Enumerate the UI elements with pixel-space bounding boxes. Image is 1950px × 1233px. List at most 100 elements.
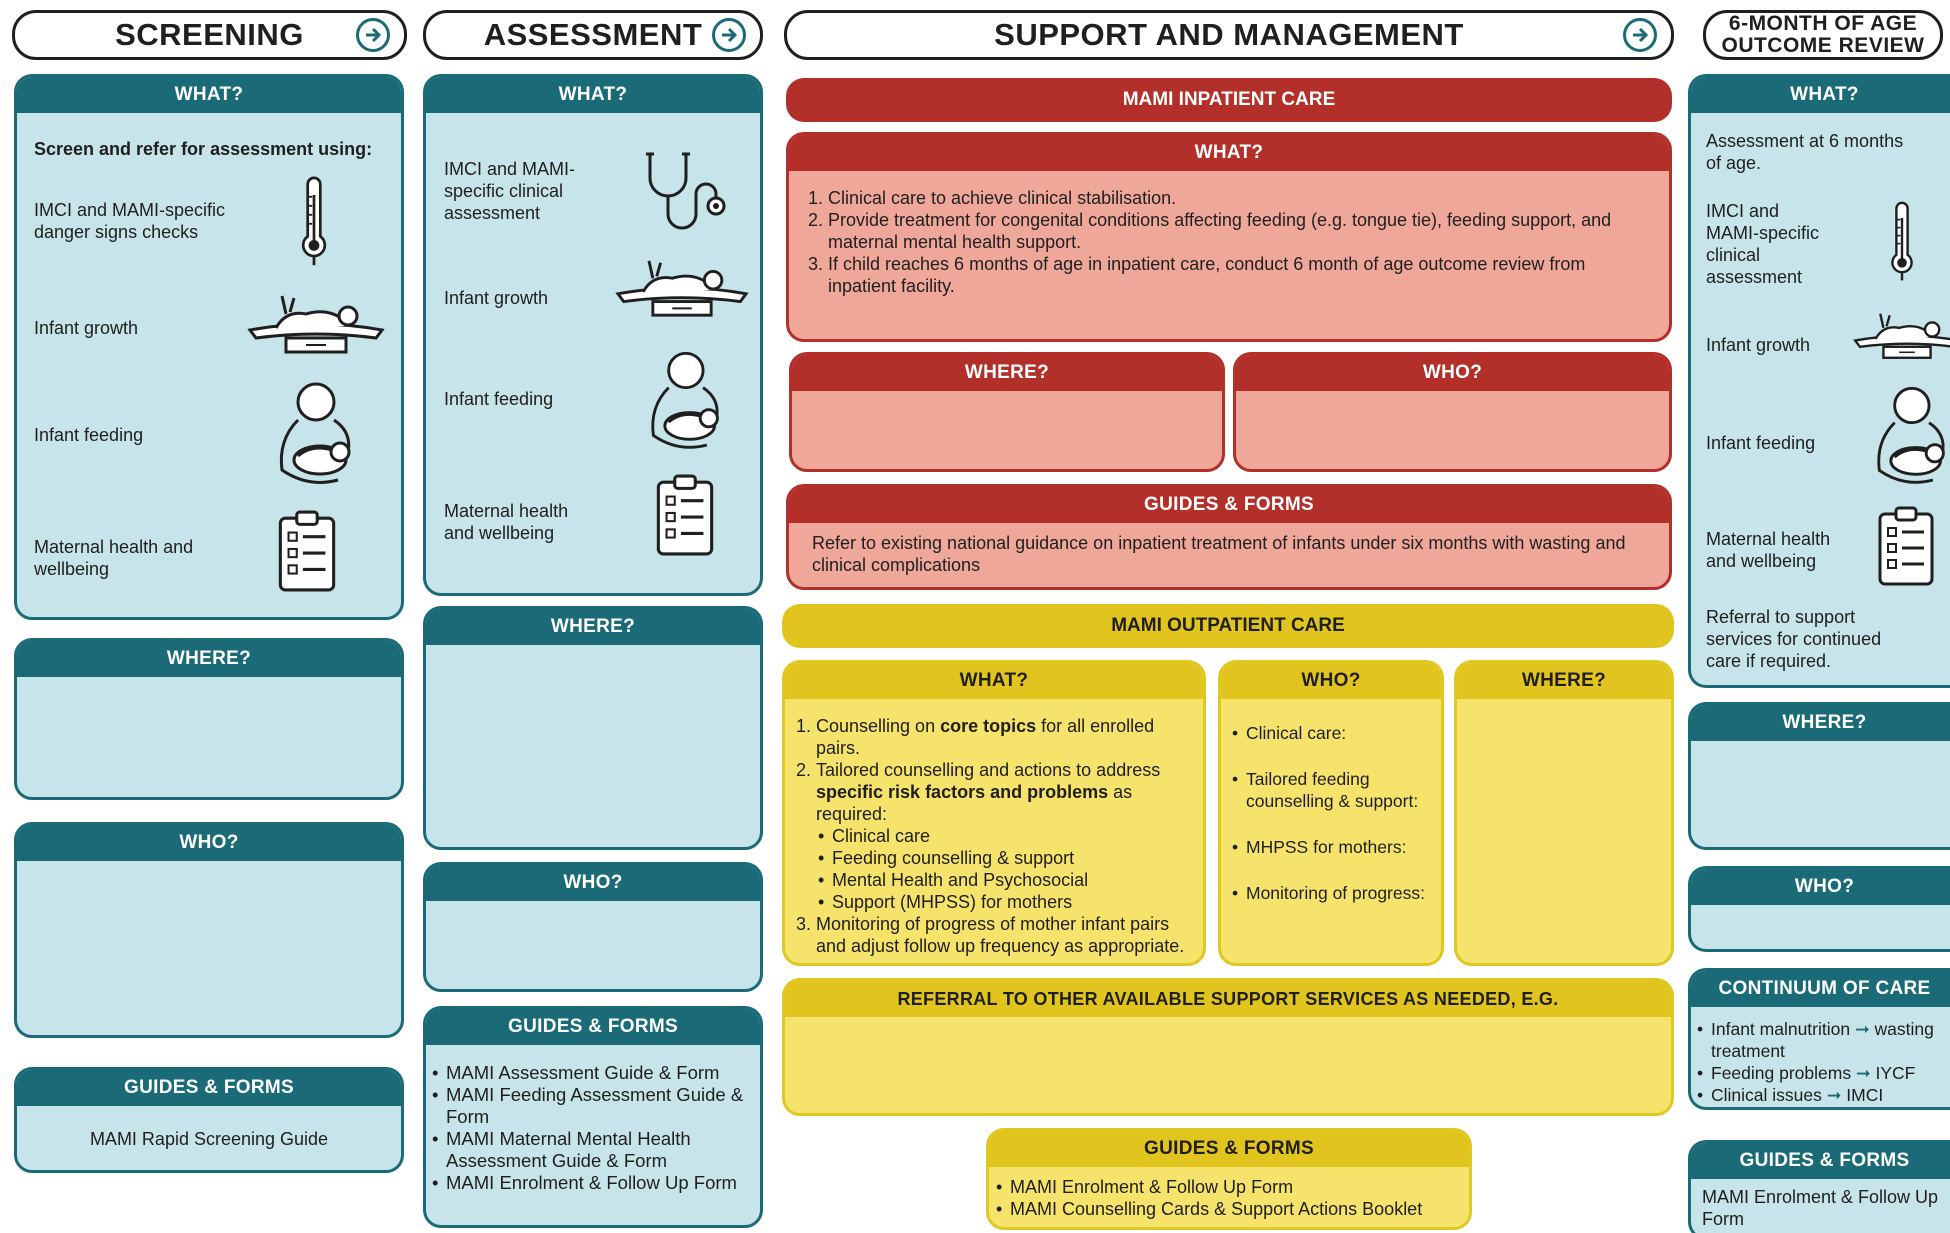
breastfeeding-icon	[268, 380, 358, 490]
clipboard-icon	[276, 510, 338, 592]
list-item: Feeding counselling & support	[816, 847, 1192, 869]
inpatient-banner: MAMI INPATIENT CARE	[786, 78, 1672, 122]
panel-header: WHAT?	[785, 663, 1203, 699]
outcome-guide: MAMI Enrolment & Follow Up Form	[1702, 1187, 1939, 1229]
assessment-item: Infant growth	[444, 288, 549, 308]
panel-header: GUIDES & FORMS	[1691, 1143, 1950, 1179]
assessment-item: Maternal health and wellbeing	[444, 501, 569, 543]
inpatient-where-panel: WHERE?	[789, 352, 1225, 472]
outcome-referral: Referral to support services for continu…	[1706, 607, 1882, 671]
stethoscope-icon	[640, 148, 730, 238]
thermometer-icon	[1886, 194, 1918, 290]
screening-item: Maternal health and wellbeing	[34, 537, 194, 579]
baby-scale-icon	[246, 288, 386, 358]
panel-header: WHAT?	[1691, 77, 1950, 113]
outpatient-banner: MAMI OUTPATIENT CARE	[782, 604, 1674, 648]
stage-assessment: ASSESSMENT	[423, 10, 763, 60]
stage-title-support: SUPPORT AND MANAGEMENT	[994, 17, 1464, 52]
screening-item: Infant growth	[34, 318, 139, 338]
outcome-who-panel: WHO?	[1688, 866, 1950, 952]
outpatient-who-panel: WHO?	[1218, 660, 1444, 966]
panel-header: REFERRAL TO OTHER AVAILABLE SUPPORT SERV…	[785, 981, 1671, 1017]
outcome-item: Infant growth	[1706, 335, 1811, 355]
clipboard-icon	[1876, 506, 1936, 586]
panel-header: GUIDES & FORMS	[989, 1131, 1469, 1167]
baby-scale-icon	[614, 252, 750, 322]
screening-item: IMCI and MAMI-specific danger signs chec…	[34, 200, 226, 242]
panel-header: GUIDES & FORMS	[426, 1009, 760, 1045]
inpatient-who-panel: WHO?	[1233, 352, 1672, 472]
list-item: Monitoring of progress of mother infant …	[816, 913, 1192, 957]
assessment-item: IMCI and MAMI-specific clinical assessme…	[444, 159, 576, 223]
arrow-right-icon: ➞	[1854, 1019, 1870, 1039]
clipboard-icon	[654, 474, 716, 556]
outcome-intro: Assessment at 6 months of age.	[1706, 131, 1904, 173]
screening-who-panel: WHO?	[14, 822, 404, 1038]
panel-header: WHO?	[426, 865, 760, 901]
outcome-item: Maternal health and wellbeing	[1706, 529, 1831, 571]
outcome-where-panel: WHERE?	[1688, 702, 1950, 850]
panel-header: GUIDES & FORMS	[789, 487, 1669, 523]
outpatient-guides-list: MAMI Enrolment & Follow Up Form MAMI Cou…	[996, 1176, 1466, 1220]
screening-guides-panel: GUIDES & FORMS	[14, 1067, 404, 1173]
stage-title-assessment: ASSESSMENT	[483, 17, 703, 52]
stage-title-outcome-line2: OUTCOME REVIEW	[1721, 34, 1925, 57]
stage-screening: SCREENING	[12, 10, 407, 60]
arrow-right-icon[interactable]	[1623, 18, 1657, 52]
inpatient-guides-panel: GUIDES & FORMS	[786, 484, 1672, 590]
list-item: Clinical issues ➞ IMCI	[1697, 1084, 1949, 1106]
list-item: MAMI Counselling Cards & Support Actions…	[996, 1198, 1466, 1220]
panel-header: WHAT?	[789, 135, 1669, 171]
list-item: MAMI Maternal Mental Health Assessment G…	[432, 1128, 757, 1172]
panel-header: WHERE?	[426, 609, 760, 645]
outcome-what-panel: WHAT?	[1688, 74, 1950, 688]
arrow-right-icon[interactable]	[356, 18, 390, 52]
assessment-item: Infant feeding	[444, 389, 554, 409]
outpatient-who-list: Clinical care: Tailored feeding counsell…	[1232, 722, 1438, 904]
list-item: MAMI Assessment Guide & Form	[432, 1062, 757, 1084]
panel-header: CONTINUUM OF CARE	[1691, 971, 1950, 1007]
panel-header: WHO?	[17, 825, 401, 861]
stage-title-outcome-line1: 6-MONTH OF AGE	[1728, 12, 1918, 35]
outcome-item: IMCI and MAMI-specific clinical assessme…	[1706, 201, 1820, 287]
baby-scale-icon	[1852, 305, 1950, 365]
outpatient-what-panel: WHAT?	[782, 660, 1206, 966]
assessment-where-panel: WHERE?	[423, 606, 763, 850]
inpatient-guide: Refer to existing national guidance on i…	[812, 533, 1626, 575]
panel-header: WHAT?	[426, 77, 760, 113]
panel-header: GUIDES & FORMS	[17, 1070, 401, 1106]
list-item: Counselling on core topics for all enrol…	[816, 715, 1192, 759]
inpatient-what-list: Clinical care to achieve clinical stabil…	[798, 187, 1638, 297]
stage-support: SUPPORT AND MANAGEMENT	[784, 10, 1674, 60]
assessment-guides-list: MAMI Assessment Guide & Form MAMI Feedin…	[432, 1062, 757, 1194]
panel-header: WHERE?	[1691, 705, 1950, 741]
thermometer-icon	[296, 172, 332, 272]
panel-header: WHO?	[1236, 355, 1669, 391]
breastfeeding-icon	[1866, 384, 1950, 490]
stage-outcome: 6-MONTH OF AGE OUTCOME REVIEW	[1703, 10, 1943, 60]
list-item: Clinical care to achieve clinical stabil…	[828, 187, 1638, 209]
outcome-guides-panel: GUIDES & FORMS	[1688, 1140, 1950, 1233]
list-item: If child reaches 6 months of age in inpa…	[828, 253, 1638, 297]
list-item: Mental Health and Psychosocial	[816, 869, 1192, 891]
continuum-list: Infant malnutrition ➞ wasting treatment …	[1697, 1018, 1949, 1106]
panel-header: WHERE?	[1457, 663, 1671, 699]
arrow-right-icon: ➞	[1826, 1085, 1842, 1105]
screening-item: Infant feeding	[34, 425, 144, 445]
arrow-right-icon[interactable]	[712, 18, 746, 52]
assessment-who-panel: WHO?	[423, 862, 763, 992]
list-item: Infant malnutrition ➞ wasting treatment	[1697, 1018, 1949, 1062]
outpatient-what-list: Counselling on core topics for all enrol…	[792, 715, 1192, 957]
list-item: MAMI Feeding Assessment Guide & Form	[432, 1084, 757, 1128]
list-item: Tailored counselling and actions to addr…	[816, 759, 1192, 913]
list-item: Provide treatment for congenital conditi…	[828, 209, 1638, 253]
list-item: Support (MHPSS) for mothers	[816, 891, 1192, 913]
outpatient-where-panel: WHERE?	[1454, 660, 1674, 966]
list-item: MHPSS for mothers:	[1232, 836, 1438, 858]
list-item: Feeding problems ➞ IYCF	[1697, 1062, 1949, 1084]
list-item: MAMI Enrolment & Follow Up Form	[432, 1172, 757, 1194]
list-item: Clinical care:	[1232, 722, 1438, 744]
panel-header: WHERE?	[792, 355, 1222, 391]
referral-panel: REFERRAL TO OTHER AVAILABLE SUPPORT SERV…	[782, 978, 1674, 1116]
panel-header: WHO?	[1691, 869, 1950, 905]
